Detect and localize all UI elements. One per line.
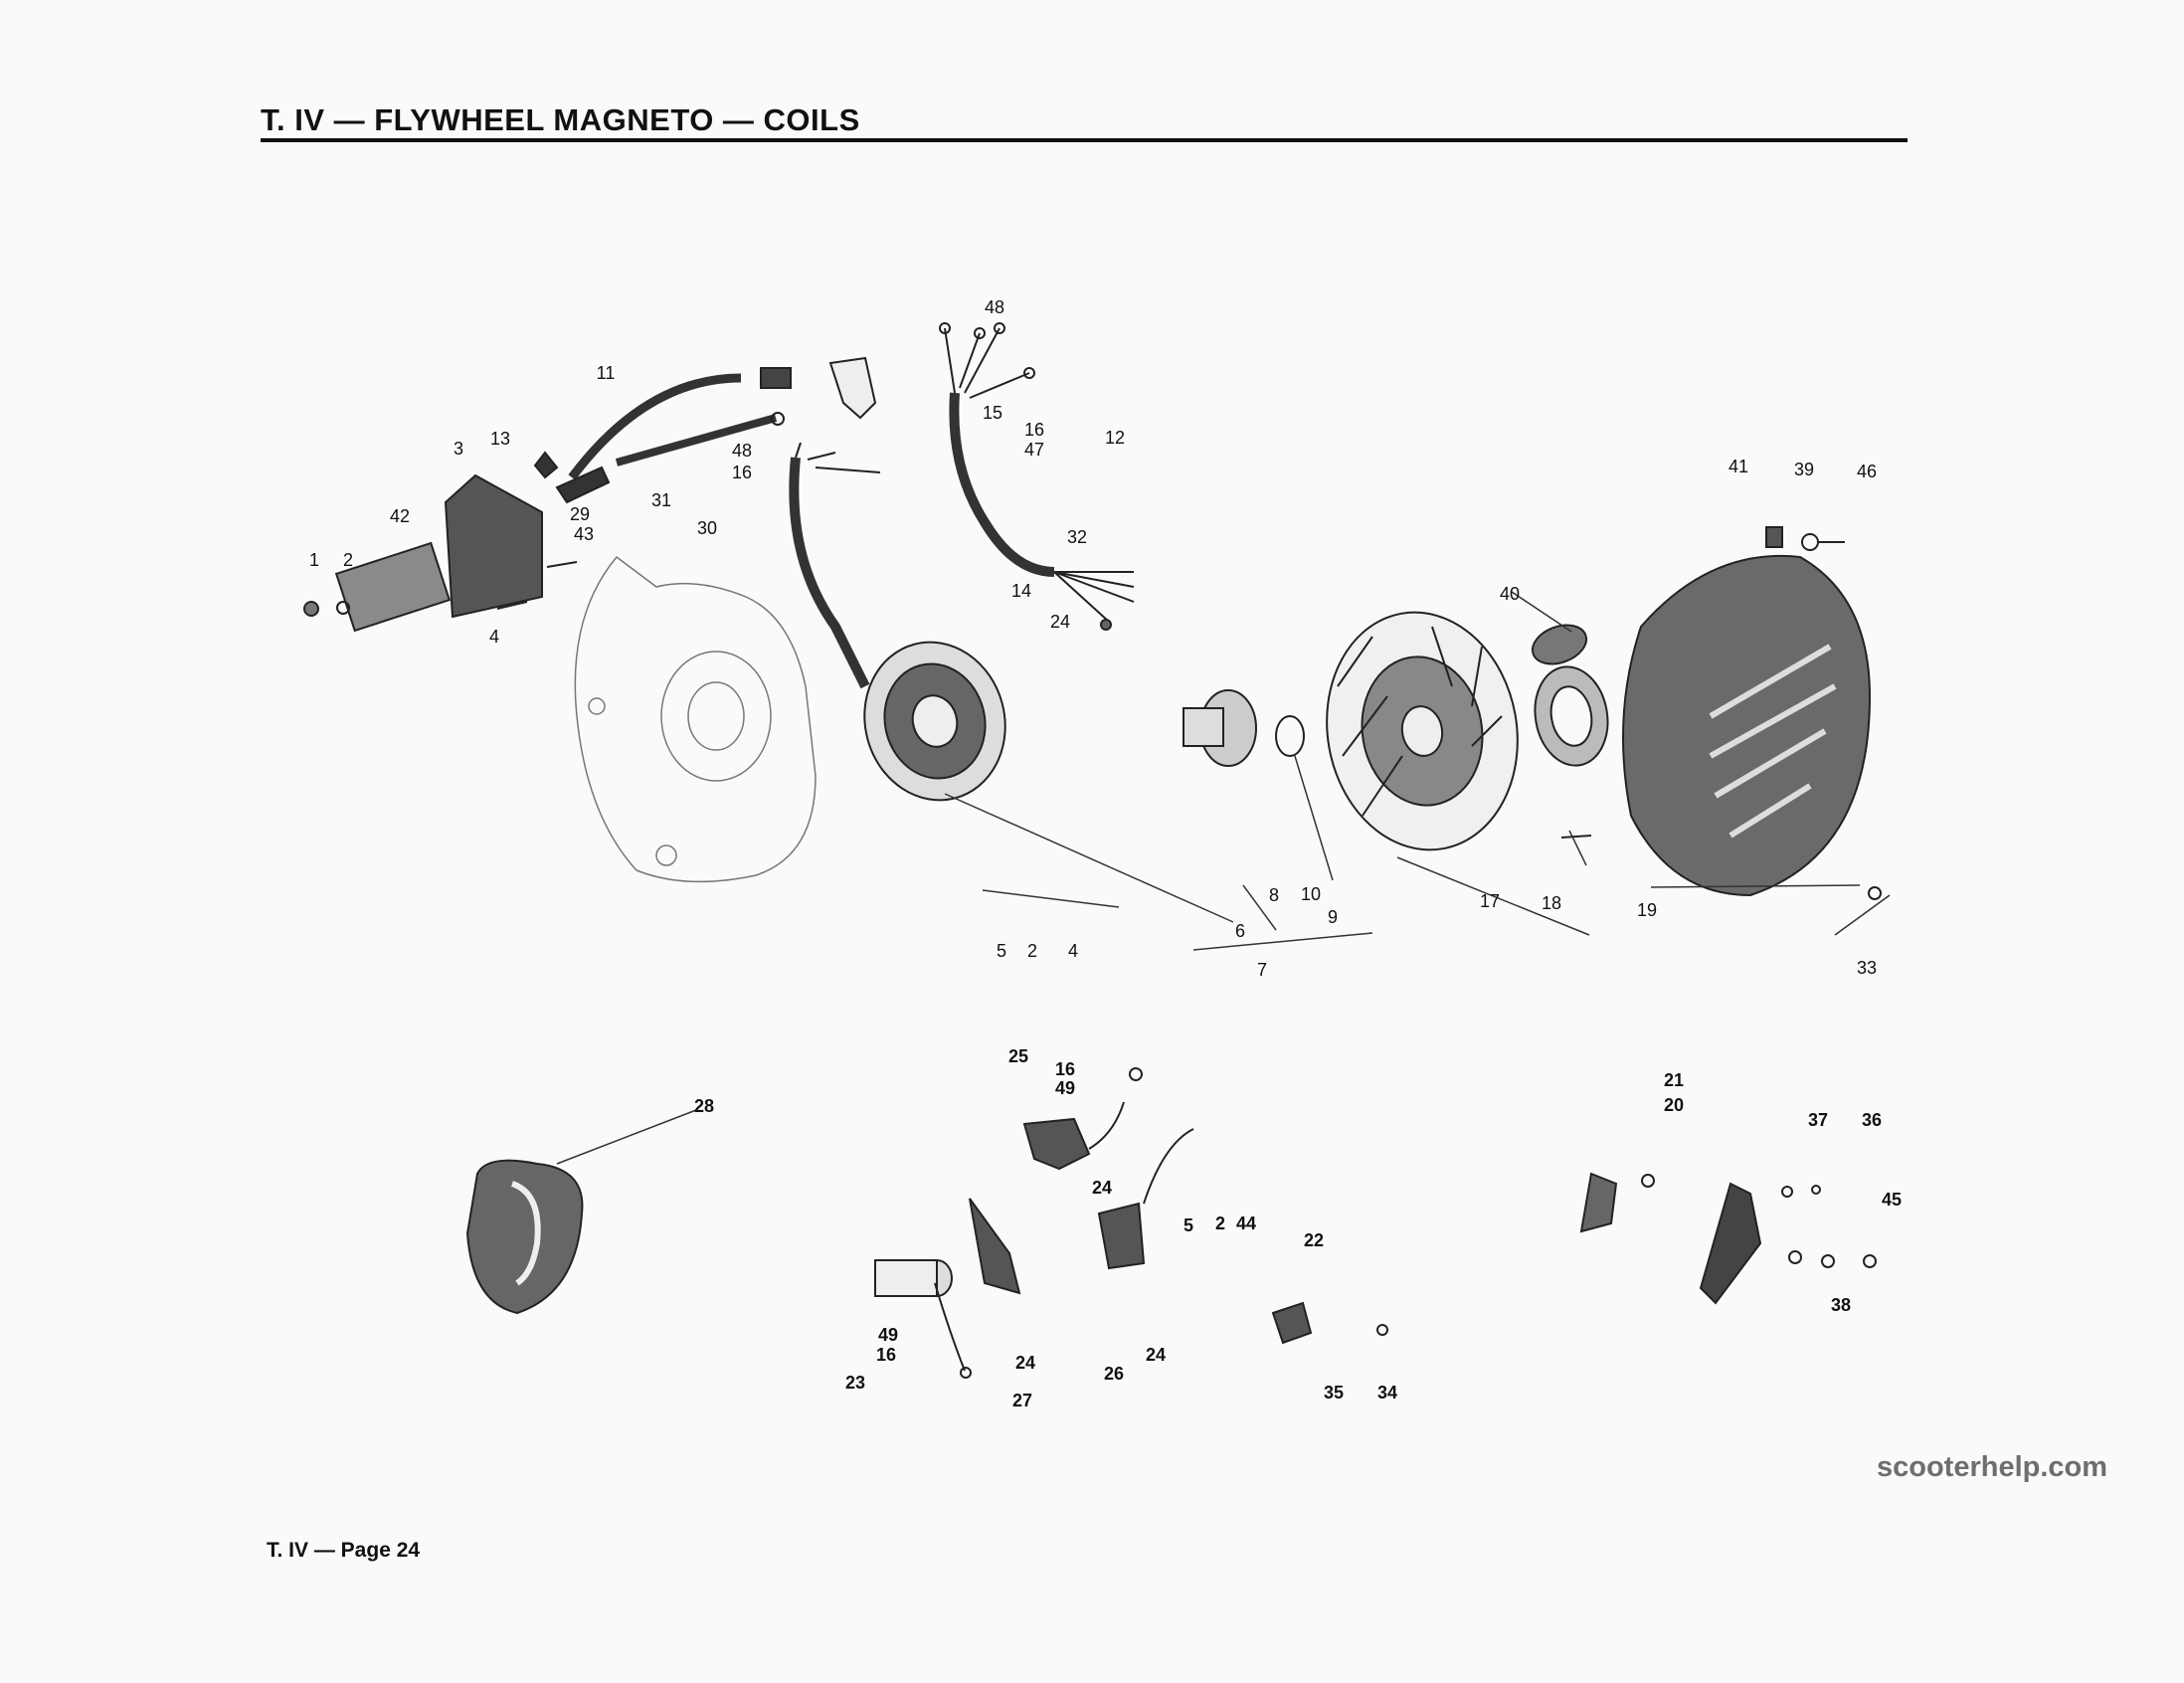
part-callout-21: 21	[1664, 1070, 1684, 1090]
ht-lead-part	[533, 356, 877, 504]
crankcase-outline	[574, 555, 817, 883]
stator-plate-part	[789, 442, 1006, 802]
part-callout-24: 24	[1015, 1353, 1035, 1373]
part-callout-36: 36	[1862, 1110, 1882, 1130]
contact-breaker-part	[1271, 1172, 1877, 1345]
part-callout-26: 26	[1104, 1364, 1124, 1384]
part-callout-44: 44	[1236, 1214, 1256, 1233]
part-callout-5: 5	[997, 941, 1006, 961]
ht-coil-part	[303, 473, 578, 633]
flywheel-assembly-part	[1183, 611, 1609, 851]
part-callout-16: 16	[1024, 420, 1044, 440]
part-callout-24: 24	[1146, 1345, 1166, 1365]
part-callout-49: 49	[1055, 1078, 1075, 1098]
part-callout-30: 30	[697, 518, 717, 538]
part-callout-11: 11	[597, 363, 616, 383]
part-callout-8: 8	[1269, 885, 1279, 905]
part-callout-42: 42	[390, 506, 410, 526]
part-callout-31: 31	[651, 490, 671, 510]
part-callout-47: 47	[1024, 440, 1044, 460]
part-callout-16: 16	[1055, 1059, 1075, 1079]
suppressor-part	[465, 1159, 584, 1315]
title-rule	[261, 138, 1908, 142]
part-callout-35: 35	[1324, 1383, 1344, 1402]
part-callout-34: 34	[1377, 1383, 1397, 1402]
part-callout-16: 16	[732, 463, 752, 482]
part-callout-28: 28	[694, 1096, 714, 1116]
part-callout-6: 6	[1235, 921, 1245, 941]
part-callout-20: 20	[1664, 1095, 1684, 1115]
part-callout-19: 19	[1637, 900, 1657, 920]
cable-harness-part	[939, 322, 1135, 631]
part-callout-40: 40	[1500, 584, 1520, 604]
part-callout-4: 4	[1068, 941, 1078, 961]
part-callout-46: 46	[1857, 462, 1877, 481]
part-callout-1: 1	[309, 550, 319, 570]
part-callout-10: 10	[1301, 884, 1321, 904]
part-callout-41: 41	[1729, 457, 1748, 476]
part-callout-48: 48	[985, 297, 1004, 317]
flywheel-cover-part	[1622, 526, 1882, 900]
part-callout-23: 23	[845, 1373, 865, 1393]
part-callout-33: 33	[1857, 958, 1877, 978]
leader-lines	[556, 591, 1891, 1165]
coils-group-part	[874, 1067, 1194, 1379]
page-footer: T. IV — Page 24	[267, 1539, 421, 1562]
part-callout-4: 4	[489, 627, 499, 647]
part-callout-48: 48	[732, 441, 752, 461]
part-callout-2: 2	[1027, 941, 1037, 961]
part-callout-39: 39	[1794, 460, 1814, 479]
part-callout-2: 2	[1215, 1214, 1225, 1233]
part-callout-43: 43	[574, 524, 594, 544]
part-callout-22: 22	[1304, 1230, 1324, 1250]
part-callout-15: 15	[983, 403, 1002, 423]
part-callout-14: 14	[1011, 581, 1031, 601]
part-callout-27: 27	[1012, 1391, 1032, 1410]
part-callout-5: 5	[1183, 1216, 1193, 1235]
part-callout-17: 17	[1480, 891, 1500, 911]
part-callout-13: 13	[490, 429, 510, 449]
watermark-text: scooterhelp.com	[1877, 1451, 2108, 1483]
part-callout-24: 24	[1050, 612, 1070, 632]
part-callout-38: 38	[1831, 1295, 1851, 1315]
part-callout-32: 32	[1067, 527, 1087, 547]
part-callout-7: 7	[1257, 960, 1267, 980]
part-callout-25: 25	[1008, 1046, 1028, 1066]
part-callout-3: 3	[454, 439, 463, 459]
part-callout-24: 24	[1092, 1178, 1112, 1198]
part-callout-49: 49	[878, 1325, 898, 1345]
part-callout-9: 9	[1328, 907, 1338, 927]
page-title: T. IV — FLYWHEEL MAGNETO — COILS	[261, 102, 860, 137]
part-callout-37: 37	[1808, 1110, 1828, 1130]
part-callout-29: 29	[570, 504, 590, 524]
part-callout-45: 45	[1882, 1190, 1902, 1210]
part-callout-16: 16	[876, 1345, 896, 1365]
part-callout-18: 18	[1542, 893, 1561, 913]
part-callout-12: 12	[1105, 428, 1125, 448]
part-callout-2: 2	[343, 550, 353, 570]
